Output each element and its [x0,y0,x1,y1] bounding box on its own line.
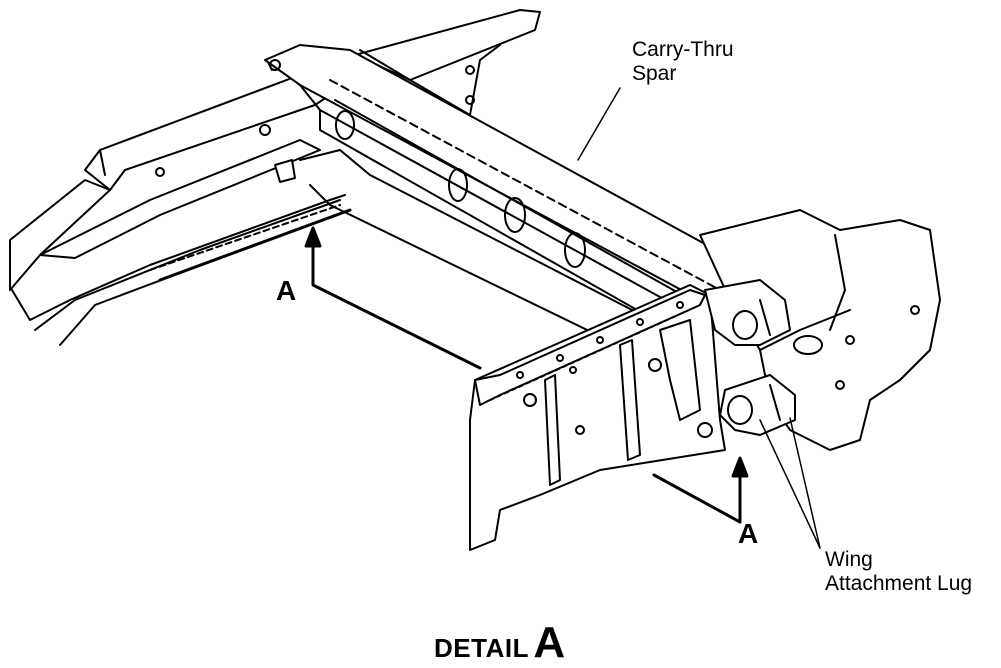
detail-caption-word: DETAIL [434,633,529,663]
leader-lines [577,87,821,549]
carry-thru-spar-label: Carry-Thru Spar [632,38,734,86]
wing-attachment-lug-label-line1: Wing [825,548,873,571]
wing-attachment-lug-label-line2: Attachment Lug [825,572,973,595]
section-marker-left: A [276,275,297,306]
section-marker-right: A [738,518,759,549]
left-rib [9,74,352,346]
detail-caption-letter: A [533,618,566,667]
detail-caption: DETAIL A [434,618,565,668]
carry-thru-spar-label-line2: Spar [632,62,677,85]
near-bulkhead [469,284,726,551]
carry-thru-spar-label-line1: Carry-Thru [632,38,734,61]
attachment-lugs [704,279,796,436]
section-line [304,226,749,524]
wing-attachment-lug-label: Wing Attachment Lug [825,548,972,596]
carry-thru-spar-shape [264,44,791,381]
fuselage-frame [699,209,941,451]
near-rib-cap [474,289,706,406]
